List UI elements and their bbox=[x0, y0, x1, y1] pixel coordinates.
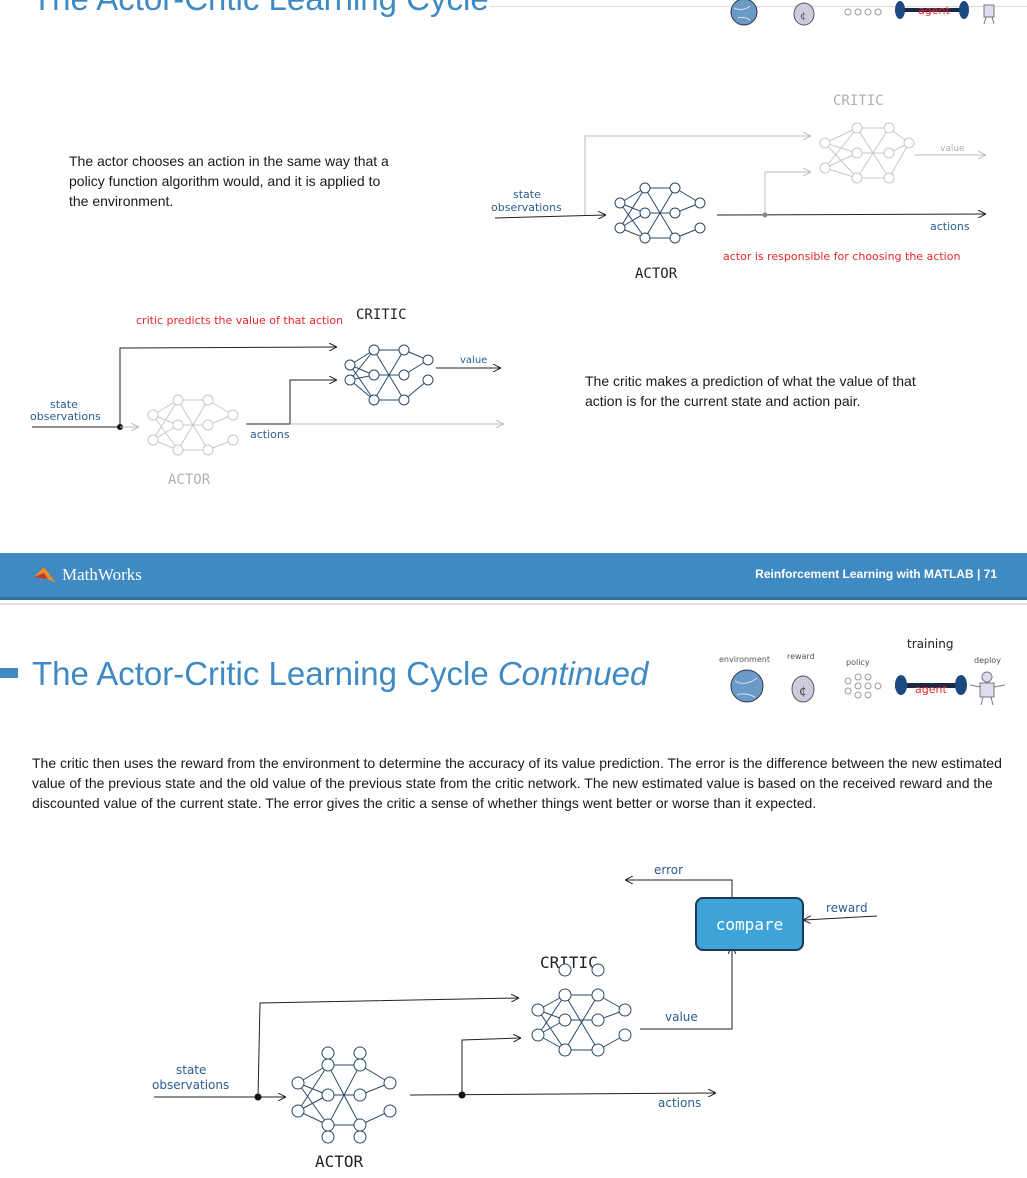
globe-icon bbox=[730, 669, 764, 703]
svg-text:¢: ¢ bbox=[800, 11, 806, 22]
globe-icon bbox=[730, 0, 758, 26]
diagram-actor-active: CRITIC value state observations ACTOR ac… bbox=[491, 93, 1025, 282]
slide-footer: MathWorks Reinforcement Learning with MA… bbox=[0, 553, 1027, 600]
slide-title-main: The Actor-Critic Learning Cycle bbox=[32, 655, 489, 692]
mathworks-logo: MathWorks bbox=[32, 563, 142, 587]
svg-text:observations: observations bbox=[30, 410, 101, 423]
agent-label: agent bbox=[915, 683, 947, 696]
actions-label-2: actions bbox=[250, 428, 290, 441]
barbell-icon bbox=[895, 683, 965, 688]
critic-label: CRITIC bbox=[356, 307, 407, 323]
top-text-critic: The critic makes a prediction of what th… bbox=[585, 373, 916, 409]
top-text-actor: The actor chooses an action in the same … bbox=[69, 153, 389, 209]
footer-page-info: Reinforcement Learning with MATLAB | 71 bbox=[755, 567, 997, 581]
money-bag-icon bbox=[793, 2, 815, 26]
svg-text:observations: observations bbox=[491, 201, 562, 214]
actor-network bbox=[614, 182, 706, 244]
workflow-icons: environment reward ¢ policy training age… bbox=[719, 637, 1006, 706]
compare-box: compare bbox=[695, 897, 804, 951]
diagram-critic-active: critic predicts the value of that action… bbox=[30, 307, 548, 488]
training-label: training bbox=[907, 637, 954, 651]
policy-label: policy bbox=[846, 658, 870, 667]
title-accent-bar bbox=[0, 668, 18, 678]
actor-annotation: actor is responsible for choosing the ac… bbox=[723, 250, 960, 263]
error-label: error bbox=[654, 863, 683, 877]
bottom-diagram: error reward CRITIC value state observat… bbox=[152, 863, 878, 1171]
value-label: value bbox=[460, 355, 487, 366]
actions-label: actions bbox=[930, 220, 970, 233]
actor-label: ACTOR bbox=[635, 266, 678, 282]
slide-title: The Actor-Critic Learning Cycle Continue… bbox=[32, 655, 648, 693]
critic-label-bottom: CRITIC bbox=[540, 953, 598, 972]
top-slide-title: The Actor-Critic Learning Cycle bbox=[32, 0, 489, 18]
value-label-gray: value bbox=[940, 144, 965, 154]
svg-text:state: state bbox=[176, 1063, 206, 1077]
money-bag-icon bbox=[791, 675, 815, 703]
explanation-paragraph: The critic then uses the reward from the… bbox=[32, 755, 1002, 811]
compare-label: compare bbox=[715, 914, 784, 934]
actor-label-gray: ACTOR bbox=[168, 472, 211, 488]
deploy-label: deploy bbox=[974, 656, 1001, 665]
slide-separator bbox=[0, 603, 1027, 605]
actor-network-bottom bbox=[291, 1046, 397, 1144]
critic-network-gray bbox=[819, 122, 915, 184]
robot-icon bbox=[983, 4, 995, 25]
policy-icon bbox=[844, 8, 882, 16]
critic-label-gray: CRITIC bbox=[833, 93, 884, 109]
value-label-bottom: value bbox=[665, 1010, 698, 1024]
svg-text:agent: agent bbox=[918, 4, 950, 17]
svg-text:observations: observations bbox=[152, 1078, 229, 1092]
mathworks-logo-text: MathWorks bbox=[62, 565, 142, 584]
slide-title-italic: Continued bbox=[497, 655, 649, 692]
policy-network-icon bbox=[844, 673, 882, 699]
barbell-icon bbox=[898, 8, 968, 12]
critic-annotation: critic predicts the value of that action bbox=[136, 314, 343, 327]
environment-label: environment bbox=[719, 655, 770, 664]
svg-text:¢: ¢ bbox=[799, 684, 807, 698]
robot-icon bbox=[969, 671, 1006, 706]
svg-text:state: state bbox=[513, 188, 541, 201]
mathworks-membrane-icon bbox=[34, 567, 56, 583]
actor-label-bottom: ACTOR bbox=[315, 1152, 364, 1171]
reward-label: reward bbox=[787, 652, 815, 661]
actor-network-gray bbox=[147, 394, 239, 456]
actions-label-bottom: actions bbox=[658, 1096, 701, 1110]
top-divider bbox=[490, 6, 1027, 7]
reward-label-diagram: reward bbox=[826, 901, 868, 915]
top-header-icons: ¢ agent bbox=[730, 0, 995, 26]
critic-network bbox=[344, 344, 434, 406]
svg-text:state: state bbox=[50, 398, 78, 411]
critic-network-bottom bbox=[531, 963, 632, 1057]
